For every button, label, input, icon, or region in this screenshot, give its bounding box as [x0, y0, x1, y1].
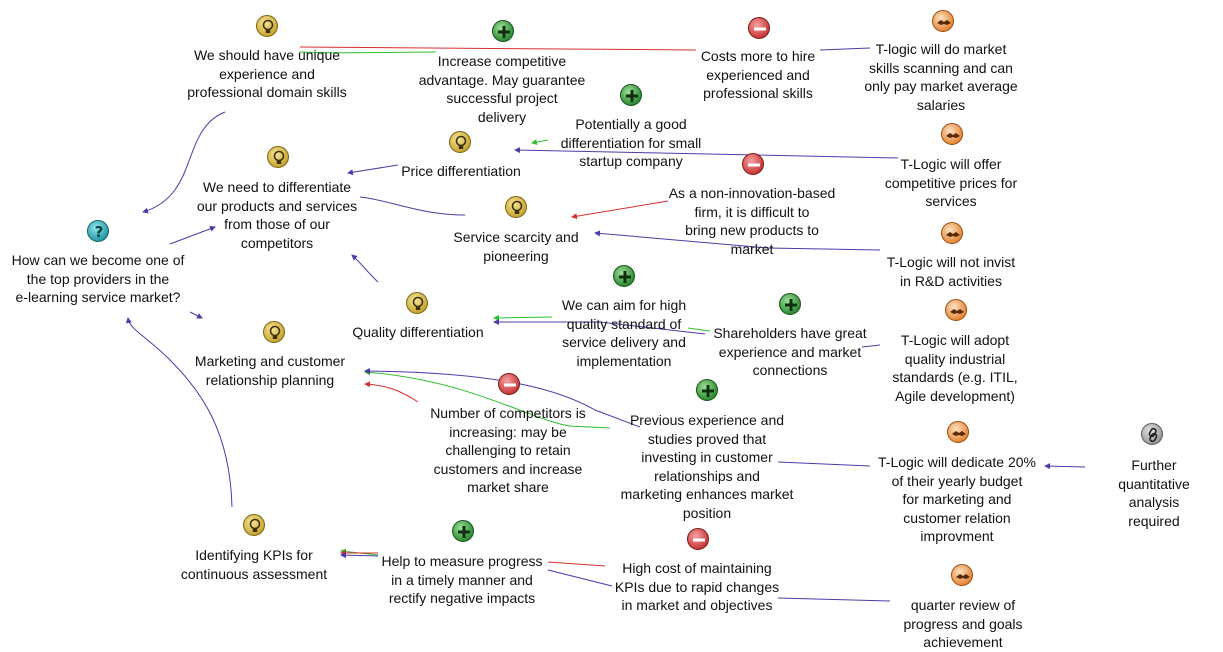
link-quantitative-to-budget	[1044, 463, 1086, 470]
idea-bulb-icon[interactable]	[263, 321, 285, 343]
plus-icon[interactable]	[696, 379, 718, 401]
plus-icon[interactable]	[620, 84, 642, 106]
idea-differentiate[interactable]: We need to differentiate our products an…	[196, 179, 358, 251]
idea-bulb-icon[interactable]	[505, 196, 527, 218]
con-kpi-maintenance-cost[interactable]: High cost of maintaining KPIs due to rap…	[614, 560, 780, 613]
pro-previous-experience[interactable]: Previous experience and studies proved t…	[620, 412, 794, 521]
link-price-to-differentiate	[347, 164, 399, 176]
pro-competitive-advantage[interactable]: Increase competitive advantage. May guar…	[418, 53, 586, 125]
handshake-icon[interactable]	[945, 299, 967, 321]
idea-bulb-icon[interactable]	[406, 292, 428, 314]
handshake-icon[interactable]	[947, 421, 969, 443]
decision-quality-standards[interactable]: T-Logic will adopt quality industrial st…	[892, 332, 1018, 404]
plus-icon[interactable]	[779, 293, 801, 315]
link-marketing-to-question	[189, 311, 203, 319]
idea-marketing-planning[interactable]: Marketing and customer relationship plan…	[194, 353, 346, 388]
idea-quality-differentiation[interactable]: Quality differentiation	[352, 324, 484, 340]
plus-icon[interactable]	[492, 20, 514, 42]
decision-marketing-budget[interactable]: T-Logic will dedicate 20% of their yearl…	[878, 454, 1036, 544]
decision-quarter-review[interactable]: quarter review of progress and goals ach…	[903, 597, 1023, 650]
idea-unique-experience[interactable]: We should have unique experience and pro…	[187, 47, 347, 100]
link-quality-to-differentiate	[351, 254, 379, 283]
plus-icon[interactable]	[452, 520, 474, 542]
link-chain-icon[interactable]	[1141, 423, 1163, 445]
idea-service-scarcity[interactable]: Service scarcity and pioneering	[453, 229, 579, 264]
handshake-icon[interactable]	[951, 564, 973, 586]
decision-no-rnd[interactable]: T-Logic will not invist in R&D activitie…	[886, 254, 1016, 289]
link-competitors-to-marketing	[364, 381, 419, 403]
link-kpis-to-question	[125, 317, 233, 508]
minus-icon[interactable]	[687, 528, 709, 550]
svg-text:?: ?	[95, 223, 104, 241]
pro-high-quality-standard[interactable]: We can aim for high quality standard of …	[561, 297, 687, 369]
minus-icon[interactable]	[748, 17, 770, 39]
minus-icon[interactable]	[498, 373, 520, 395]
handshake-icon[interactable]	[941, 222, 963, 244]
link-scanning-to-costs	[819, 47, 871, 51]
handshake-icon[interactable]	[932, 10, 954, 32]
idea-price-differentiation[interactable]: Price differentiation	[401, 163, 521, 179]
link-shareholders-to-high-quality	[687, 327, 711, 332]
question-icon[interactable]: ?	[87, 220, 109, 242]
link-measure-to-kpis	[340, 548, 379, 556]
handshake-icon[interactable]	[941, 123, 963, 145]
idea-bulb-icon[interactable]	[449, 131, 471, 153]
idea-bulb-icon[interactable]	[243, 514, 265, 536]
con-non-innovation[interactable]: As a non-innovation-based firm, it is di…	[668, 185, 836, 257]
pro-startup-differentiation[interactable]: Potentially a good differentiation for s…	[560, 116, 702, 169]
pro-shareholders-experience[interactable]: Shareholders have great experience and m…	[713, 325, 867, 378]
minus-icon[interactable]	[742, 153, 764, 175]
link-innovation-to-scarcity	[571, 200, 669, 220]
idea-bulb-icon[interactable]	[256, 15, 278, 37]
con-costs-to-hire[interactable]: Costs more to hire experienced and profe…	[700, 48, 816, 101]
idea-bulb-icon[interactable]	[267, 146, 289, 168]
reference-quantitative-analysis[interactable]: Further quantitative analysis required	[1118, 457, 1190, 529]
link-scarcity-to-differentiate	[359, 196, 466, 216]
decision-competitive-prices[interactable]: T-Logic will offer competitive prices fo…	[884, 156, 1018, 209]
link-costs-hire-to-unique	[299, 46, 697, 51]
con-competitors-increasing[interactable]: Number of competitors is increasing: may…	[430, 405, 586, 495]
pro-measure-progress[interactable]: Help to measure progress in a timely man…	[381, 553, 543, 606]
link-startup-to-price	[531, 139, 549, 146]
question-node[interactable]: How can we become one of the top provide…	[11, 252, 185, 305]
idea-identifying-kpis[interactable]: Identifying KPIs for continuous assessme…	[180, 547, 328, 582]
link-high-quality-to-quality	[493, 314, 553, 321]
decision-skills-scanning[interactable]: T-logic will do market skills scanning a…	[864, 41, 1018, 113]
plus-icon[interactable]	[613, 265, 635, 287]
